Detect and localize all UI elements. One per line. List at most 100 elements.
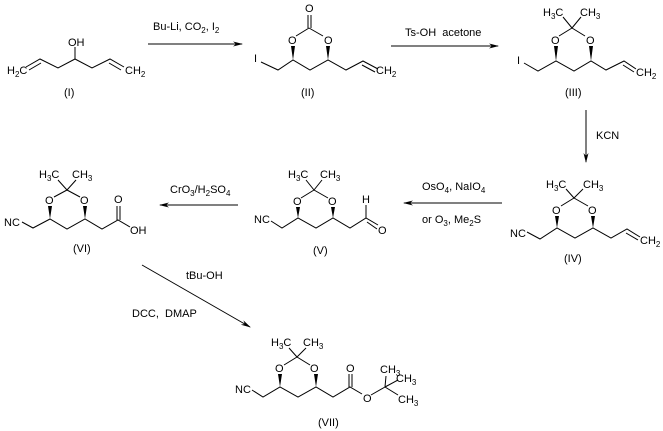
double-bond	[625, 232, 639, 241]
atom-ch3: CH3	[320, 169, 341, 183]
compound-label: (I)	[64, 87, 74, 99]
wedge-bond	[331, 207, 335, 218]
atom-nc: NC	[4, 217, 20, 229]
atom-o: O	[328, 196, 337, 208]
reaction-arrow-2: Ts-OH acetone	[391, 27, 499, 49]
bond	[370, 386, 386, 396]
atom-h3c: H3C	[543, 7, 563, 21]
bond	[384, 379, 399, 388]
compound-label: (VI)	[73, 243, 91, 255]
bond	[571, 27, 586, 37]
atom-ch3: CH3	[583, 179, 604, 193]
compound-VI: H3C CH3 O O O OH NC (VI)	[4, 169, 147, 255]
wedge-bond	[291, 46, 295, 60]
reaction-arrow-3: KCN	[583, 110, 619, 163]
bond	[300, 189, 315, 199]
carbon-chain	[251, 386, 363, 398]
atom-o: O	[378, 225, 387, 237]
compound-IV: H3C CH3 O O NC CH2 (IV)	[510, 179, 661, 265]
atom-nc: NC	[235, 384, 251, 396]
atom-o: O	[45, 195, 54, 207]
compound-label: (VII)	[318, 417, 339, 429]
wedge-bond	[314, 374, 318, 387]
atom-o: O	[80, 195, 89, 207]
atom-o: O	[551, 35, 560, 47]
bond	[295, 27, 310, 37]
bond	[296, 347, 307, 358]
atom-ch3: CH3	[72, 169, 93, 183]
double-bond	[361, 64, 376, 73]
bond	[313, 189, 329, 199]
arrow-line	[141, 264, 251, 328]
bond	[313, 179, 323, 191]
bond	[573, 188, 584, 199]
atom-ch2: CH2	[376, 65, 397, 79]
bond	[308, 27, 324, 37]
atom-nc: NC	[510, 228, 526, 240]
double-bond	[108, 62, 122, 71]
compound-II: O O O I CH2 (II)	[254, 3, 397, 99]
wedge-bond	[83, 206, 87, 219]
atom-nc: NC	[254, 214, 270, 226]
wedge-bond	[296, 207, 300, 218]
bond	[283, 356, 298, 366]
atom-ch3: CH3	[580, 7, 601, 21]
reagent-label: KCN	[596, 130, 619, 142]
atom-oh: OH	[130, 225, 147, 237]
bond	[560, 197, 575, 207]
reagent-label: tBu-OH	[186, 270, 223, 282]
wedge-bond	[326, 46, 330, 60]
compound-I: H2C OH CH2 (I)	[7, 37, 146, 99]
atom-ch2: CH2	[636, 67, 657, 81]
bond	[296, 356, 311, 366]
atom-h3c: H3C	[271, 337, 291, 351]
wedge-bond	[591, 216, 595, 228]
atom-o: O	[293, 196, 302, 208]
double-bond	[28, 62, 42, 71]
carbon-chain	[526, 227, 641, 240]
double-bond	[366, 221, 378, 230]
atom-o: O	[586, 35, 595, 47]
atom-ch2: CH2	[640, 235, 661, 249]
bond	[305, 179, 315, 191]
reagent-label: Ts-OH acetone	[405, 27, 481, 39]
wedge-bond	[555, 216, 559, 228]
atom-o: O	[588, 205, 597, 217]
atom-o: O	[346, 363, 355, 375]
wedge-bond	[278, 374, 282, 387]
atom-o: O	[288, 35, 297, 47]
bond	[384, 386, 399, 396]
atom-h3c: H3C	[288, 169, 308, 183]
reagent-label: Bu-Li, CO2, I2	[153, 21, 220, 35]
atom-ch2: CH2	[125, 65, 146, 79]
carbon-chain	[260, 59, 379, 71]
reaction-arrow-4: OsO4, NaIO4 or O3, Me2S	[403, 181, 502, 228]
wedge-bond	[48, 206, 52, 219]
atom-ch3: CH3	[380, 364, 401, 378]
reagent-label: DCC, DMAP	[132, 308, 197, 320]
compound-V: H3C CH3 O O H O NC (V)	[254, 169, 387, 257]
atom-o: O	[552, 205, 561, 217]
compound-VII: H3C CH3 O O O O CH3 CH3 CH3 NC (VII)	[235, 337, 419, 429]
double-bond	[622, 64, 635, 73]
compound-label: (II)	[301, 87, 314, 99]
bond	[573, 197, 589, 207]
atom-h3c: H3C	[39, 169, 59, 183]
bond	[288, 347, 298, 358]
carbon-chain	[523, 60, 637, 72]
bond	[57, 179, 68, 191]
bond	[384, 375, 387, 388]
reagent-label: or O3, Me2S	[422, 214, 481, 228]
atom-i: I	[254, 53, 257, 65]
bond	[558, 27, 573, 37]
reaction-arrow-6: tBu-OH DCC, DMAP	[132, 264, 251, 328]
compound-label: (V)	[313, 245, 328, 257]
compound-label: (III)	[565, 87, 582, 99]
reaction-arrow-1: Bu-Li, CO2, I2	[148, 21, 243, 47]
atom-ch3: CH3	[398, 394, 419, 408]
reaction-arrow-5: CrO3/H2SO4	[159, 184, 238, 208]
atom-h: H	[362, 194, 370, 206]
atom-ch3: CH3	[396, 373, 417, 387]
bond	[571, 16, 582, 29]
